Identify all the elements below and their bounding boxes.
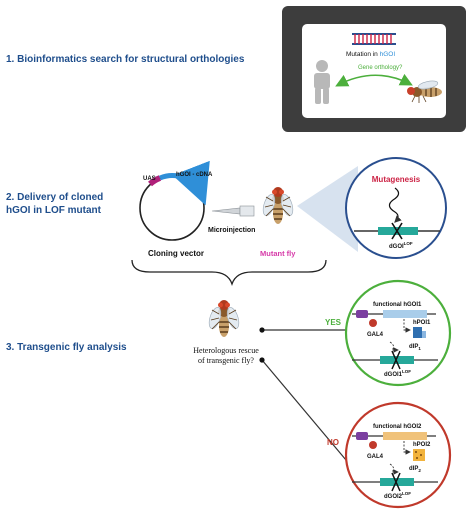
dgoi-gene-block	[378, 227, 418, 235]
uas-label: UAS	[143, 176, 156, 182]
yes-lof-cross-icon	[391, 350, 401, 370]
no-gal4-icon	[369, 441, 377, 449]
step2-label-line1: 2. Delivery of cloned	[6, 192, 103, 203]
yes-protein-icon	[413, 327, 422, 338]
rescue-question-line1: Heterologous rescue	[193, 346, 259, 355]
cdna-segment	[159, 160, 210, 206]
uas-segment	[148, 175, 162, 187]
no-lof-cross-icon	[391, 472, 401, 492]
no-gal4-label: GAL4	[367, 454, 384, 460]
step2-label-line2: hGOI in LOF mutant	[6, 205, 102, 216]
squiggle-arrow	[388, 187, 402, 223]
no-protein-icon	[413, 449, 425, 461]
orthology-arrow	[335, 73, 413, 87]
mutation-label: Mutation in hGOI	[346, 51, 395, 58]
delivery-panel: UAS hGOI - cDNA Cloning vector Microinje…	[131, 157, 447, 287]
step3-label: 3. Transgenic fly analysis	[6, 342, 127, 353]
bioinformatics-panel: Mutation in hGOI Gene orthology?	[282, 6, 466, 132]
no-connector-dot	[259, 357, 265, 363]
human-icon	[314, 60, 330, 104]
no-functional-label: functional hGOI2	[373, 424, 422, 430]
yes-label: YES	[325, 318, 342, 327]
lof-cross-icon	[391, 222, 403, 240]
cdna-label: hGOI - cDNA	[176, 172, 213, 178]
no-connector	[261, 359, 347, 461]
grouping-brace	[131, 259, 327, 287]
no-dgoi-block	[380, 478, 414, 486]
cloning-vector-label: Cloning vector	[148, 249, 204, 258]
yes-protein-label: hPOI1	[413, 320, 431, 326]
yes-dgoi-block	[380, 356, 414, 364]
zoom-cone	[297, 166, 358, 252]
microinjection-label: Microinjection	[208, 227, 255, 234]
orthology-label: Gene orthology?	[358, 65, 403, 71]
no-label: NO	[327, 438, 339, 447]
yes-dgoi-label: dGOI1LOF	[384, 369, 411, 378]
rescue-question-line2: of transgenic fly?	[198, 356, 254, 365]
no-dip-label: dIP2	[409, 466, 421, 473]
transgenic-fly-icon	[206, 299, 242, 338]
no-protein-label: hPOI2	[413, 442, 431, 448]
yes-dip-label: dIP1	[409, 344, 421, 351]
yes-functional-label: functional hGOI1	[373, 302, 422, 308]
no-uas-block	[356, 432, 368, 440]
yes-connector-dot	[259, 327, 265, 333]
yes-gal4-icon	[369, 319, 377, 327]
step1-label: 1. Bioinformatics search for structural …	[6, 54, 245, 65]
no-hgoi-block	[383, 432, 427, 440]
no-dgoi-label: dGOI2LOF	[384, 491, 411, 500]
yes-hgoi-block	[383, 310, 427, 318]
yes-uas-block	[356, 310, 368, 318]
dna-icon	[352, 33, 396, 45]
microinjection-needle-icon	[211, 205, 255, 217]
mutant-fly-label: Mutant fly	[260, 249, 296, 258]
transgenic-panel: Heterologous rescue of transgenic fly? Y…	[193, 279, 452, 509]
yes-gal4-label: GAL4	[367, 332, 384, 338]
mutant-fly-icon	[260, 186, 296, 225]
mutagenesis-label: Mutagenesis	[372, 175, 421, 184]
dgoi-label: dGOILOF	[389, 241, 413, 250]
mutagenesis-circle	[345, 157, 447, 259]
no-rescue-circle: functional hGOI2 GAL4 hPOI2 dIP2 dGOI2LO…	[344, 401, 452, 509]
yes-rescue-circle: functional hGOI1 GAL4 hPOI1 dIP1 dGOI1LO…	[344, 279, 452, 387]
